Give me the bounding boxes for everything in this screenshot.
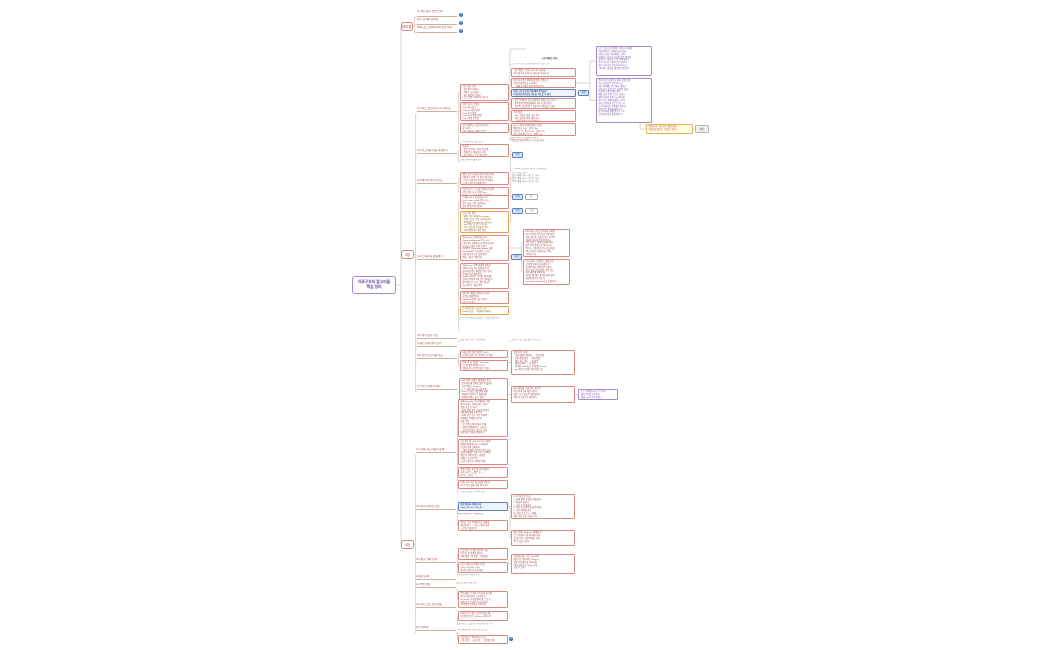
callout-asymptotic-note[interactable]: 노트: 점근 표기법에는 빅오(O) 외에도 빅오메가(Ω), 빅세타(Θ)가 … [596,46,652,76]
note-bigO-rules[interactable]: 빅오 계산 규칙 · 상수항은 버린다 · 계수는 무시한다 · 최고차항만 남… [460,84,509,101]
note-more: · 더 알아보기: 점근 분석 [461,141,483,143]
code-chip[interactable]: 코드 [525,194,538,200]
callout-see-also[interactable]: 함께 보기: 4장 동적 계획법에서 복잡도를 줄이는 기법을 다룬다 [646,124,693,134]
note-stack[interactable]: 스택(Stack): 후입선출 LIFO push / pop / peek 모… [460,195,509,209]
root-topic[interactable]: 자료구조와 알고리즘 핵심 정리 [352,276,396,294]
number-badge-icon[interactable]: 4 [509,637,513,641]
note-review-quiz: 앞 장 내용 복습 퀴즈 [458,582,477,584]
note-common-complexities[interactable]: 자주 나오는 복잡도 O(1) 해시 접근 O(log n) 이진 탐색 O(n… [460,102,509,121]
chart-title: 시간 복잡도 비교 [541,57,558,60]
topic-3-3[interactable]: 3-3 배열과 연결 리스트 [417,179,457,184]
example-chip[interactable]: 예제 [512,152,523,158]
note-greedy[interactable]: 탐욕(Greedy): 각 단계에서 가장 좋아 보이는 선택을 하는 전략 성… [458,399,508,437]
topic-3-1[interactable]: 3-1 빅오 표기법과 시간 복잡도 [417,107,457,112]
note-fast-power[interactable]: 거듭제곱 예: xⁿ은 x^(n/2)의 제곱으로 계산하면 O(log n).… [511,554,575,574]
note-deque[interactable]: 덱(Deque): 양쪽 끝에서 삽입과 삭제가 모두 되는 일반화된 큐 슬라… [460,263,509,289]
topic-review-4[interactable]: 되새김 문제 [416,575,456,580]
note-exercise: 연습 문제 3-2 풀어 보기 [460,159,482,161]
note-measure-tips[interactable]: 측정 팁 · 같은 입력으로 여러 번 측정 · 워밍업 후 평균값을 사용 ·… [460,144,509,157]
number-badge-icon[interactable]: 2 [459,21,463,25]
note-space-complexity[interactable]: 공간 복잡도도 같은 방식으로 표기한다 (추가 메모리 사용량 기준) [460,123,509,133]
note-exercise-4-3: 연습 문제 4-3 풀어 보기 [458,574,480,576]
intro-item[interactable]: 예제 코드 내려받기와 환경 설정 [417,26,457,33]
note-hash-table[interactable]: 해시 테이블: 키를 해시 함수로 버킷 인덱스에 대응시킨다 평균 O(1),… [511,386,575,403]
note-sort-criteria[interactable]: 정렬 기준을 잘못 잡으면 틀린다 시작 시간순 ×, 짧은 순 × 끝나는 시… [458,467,508,478]
example-chip[interactable]: 예제 [512,194,523,200]
example-chip[interactable]: 예제 [511,254,522,260]
note-quadratic-sorts[interactable]: 버블·선택·삽입 정렬은 O(n²) 구현이 쉬워 기초 학습용으로 좋다 [460,350,508,358]
note-knapsack[interactable]: 배낭 문제: dp[i][w] = i번째까지 보고 용량이 w일 때 최대 가… [511,530,575,546]
note-table-3-1[interactable]: 표 3-1 주요 연산별 복잡도 비교 배열 접근 O(1) · 삽입 O(n)… [511,123,576,136]
note-key-point[interactable]: 핵심: n이 충분히 커질 때의 증가율만 비교하면 알고리즘 성능을 가늠할 … [511,89,576,97]
note-timeit-ref: → timeit 모듈 사용 예시는 부록 A 참고 [512,168,548,170]
topic-3-7[interactable]: 3-7 이진 탐색과 해시 [417,385,457,390]
note-definition[interactable]: 시간 복잡도: 입력 크기 n이 커질 때 연산 횟수가 늘어나는 정도를 나타… [511,68,576,77]
branch-chapter-3[interactable]: 3장 [401,250,414,259]
chart-caption: 그림 3-1 입력 크기에 따른 연산 횟수 증가 [512,63,550,65]
note-dijkstra[interactable]: 다익스트라: 음수 간선이 없을 때 우선순위 큐로 O(E log V)에 동… [458,611,508,621]
status-tag[interactable]: 확인 [695,125,709,133]
example-chip[interactable]: 예제 [578,90,589,96]
note-measure[interactable]: 측정 방법 · time 모듈로 실행 시간 재기 · 연산 횟수를 직접 세어… [511,110,576,122]
note-backtracking[interactable]: 백트래킹: 더 이상 가능성이 없으면 즉시 되돌아간다 (가지치기) N-Qu… [458,591,508,608]
note-complexity-summary: 시간 복잡도 요약 접근: 배열 O(1) / 리스트 O(n) 삽입: 배열 … [512,172,540,183]
topic-4-4[interactable]: 4-4 백트래킹 [416,583,456,588]
topic-3-4[interactable]: 3-4 스택과 큐 활용하기 [417,255,457,260]
topic-outro[interactable]: 마무리하며 [416,626,456,631]
note-bullets[interactable]: · 같은 문제라도 알고리즘마다 복잡도가 다르다 · 반복문이 중첩될 때마다… [511,98,576,109]
note-stack-impl[interactable]: 스택 구현 방법 · 배열 기반: 끝에서 push/pop · 연결 리스트 … [460,211,509,233]
note-dp-steps[interactable]: DP 문제 접근 순서 1. 상태 정의: 무엇을 저장할까 2. 점화식 세우… [511,494,575,519]
note-priority-queue[interactable]: 우선순위 큐는 힙으로 구현 heapq 모듈 → 5장에서 자세히 [460,306,509,315]
topic-4-5[interactable]: 4-5 최단 경로 알고리즘 [416,603,456,608]
note-interview-tip: ※ 스택 두 개로 큐 만들기 — 면접 단골 문제 [460,317,500,319]
topic-4-1[interactable]: 4-1 탐욕 알고리즘과 증명 [416,448,456,453]
note-greedy-examples[interactable]: 거스름돈 예: 500·100·50·10원은 탐욕이 최적이지만, 160원짜… [458,439,508,465]
note-memo-vs-tab: 메모이제이션 vs 타뷸레이션 [458,513,484,515]
topic-4-3[interactable]: 4-3 분할 정복 전략 [416,558,456,563]
note-sort-guide[interactable]: 정렬 선택 가이드 · 거의 정렬된 데이터 → 삽입 정렬 · 안정 정렬 필… [511,350,575,375]
note-recursion-key: 핵심: 종료 조건 → 상태 축소 [460,339,486,341]
note-roadmap: 책 전체 요약과 다음 학습 로드맵 [458,629,488,631]
example-chip[interactable]: 예제 [512,208,523,214]
callout-constant-factors[interactable]: 주의: 빅오가 같다고 해서 실제 실행 속도까지 같은 것은 아니다. 캐시 … [596,78,652,123]
note-divide-conquer[interactable]: 분할 정복: 문제를 절반씩 나눠 각각 푼 뒤 결과를 합친다 병합 정렬 ·… [458,548,508,560]
callout-dict-order[interactable]: 노트: 파이썬 dict는 3.7부터 삽입 순서를 보존한다 (집합 set은… [578,389,618,400]
note-recursion-tree: 재귀 트리로 호출 횟수 세어 보기 [512,339,542,341]
figure-chip[interactable]: 그림 [525,208,538,214]
note-shortest-path-table: 벨만-포드 · 플로이드-워셜 비교표 보기 [458,623,493,625]
complexity-chart[interactable]: 시간 복잡도 비교 O(1) O(log n) O(n) O(n log n) … [526,36,573,62]
note-checklist[interactable]: 코딩 테스트 준비 체크리스트 기초 문법 → 자료구조 → 유형별 문제 [458,635,508,644]
topic-4-2[interactable]: 4-2 동적 계획법 기초 [416,505,456,510]
note-binary-search[interactable]: 이진 탐색: 정렬된 배열에서 중간 값과 비교해 범위를 절반씩 줄인다 시간… [459,378,508,402]
note-master-theorem[interactable]: 마스터 정리로 복잡도 판정 T(n) = aT(n/b) + f(n) 세 가… [458,562,508,573]
mini-table[interactable]: 연산스택큐 삽입O(1)O(1) 삭제O(1)O(1) 탐색O(n)O(n) [460,324,509,337]
number-badge-icon[interactable]: 1 [459,13,463,17]
intro-item[interactable]: 이 책을 읽는 방법 안내 [417,10,457,17]
note-nlogn-sorts[interactable]: 병합·퀵·힙 정렬은 O(n log n) 단, 퀵 정렬 최악은 O(n²) … [460,360,508,371]
topic-3-5[interactable]: 3-5 재귀 호출 기초 [417,334,457,339]
branch-chapter-4[interactable]: 4장 [401,540,414,549]
note-dp-idea[interactable]: 겹치는 부분 문제의 답을 저장해 재사용한다 → 지수 시간이 다항 시간으로… [458,520,508,531]
topic-3-6[interactable]: 3-6 정렬 알고리즘 비교 [417,354,457,359]
note-circular-queue[interactable]: 원형 큐: 배열을 원형으로 써서 공간을 재활용한다 front/rear 인… [460,291,509,304]
note-bfs-example[interactable]: BFS 예시: 미로 찾기에서 시작점 부터 가까운 칸 순서로 방문한다. 큐… [523,229,570,257]
note-fib-formula[interactable]: 핵심 점화식 (피보나치) F(n) = F(n-1) + F(n-2) [458,502,508,511]
topic-review-3[interactable]: 되새김 문제 풀어 보기 [417,342,457,347]
note-dfs-example[interactable]: DFS 예시: 스택(또는 재귀)으로 한 방향 끝까지 들어갔다가 막히면 직… [523,259,570,285]
topic-3-2[interactable]: 3-2 알고리즘 성능 측정하기 [417,149,457,154]
note-practice[interactable]: 연습: 동전 개수 최소화를 탐욕과 DP로 모두 풀어 결과 비교하기 [458,480,508,489]
number-badge-icon[interactable]: 3 [459,29,463,33]
note-bigO-upperbound[interactable]: 빅오 표기법은 최악의 경우를 기준으로 성능의 상한선을 나타낸다 → 예제 … [511,78,576,88]
note-array[interactable]: 배열: 같은 타입을 연속된 메모리에 저장하고 인덱스로 바로 접근한다 크기… [460,172,509,185]
note-queue[interactable]: 큐(Queue): 선입선출 FIFO enqueue/dequeue 모두 O… [460,235,509,261]
note-proof-ref: → 증명 스케치는 부록 B 참고 [458,491,485,493]
branch-intro[interactable]: 머리말 [401,22,413,31]
intro-item[interactable]: 학습 순서와 준비물 [417,18,457,25]
note-summary: 정리: 빅오는 증가율의 언어다. 복잡도를 먼저 생각하고 코드를 쓰자. [511,137,545,142]
